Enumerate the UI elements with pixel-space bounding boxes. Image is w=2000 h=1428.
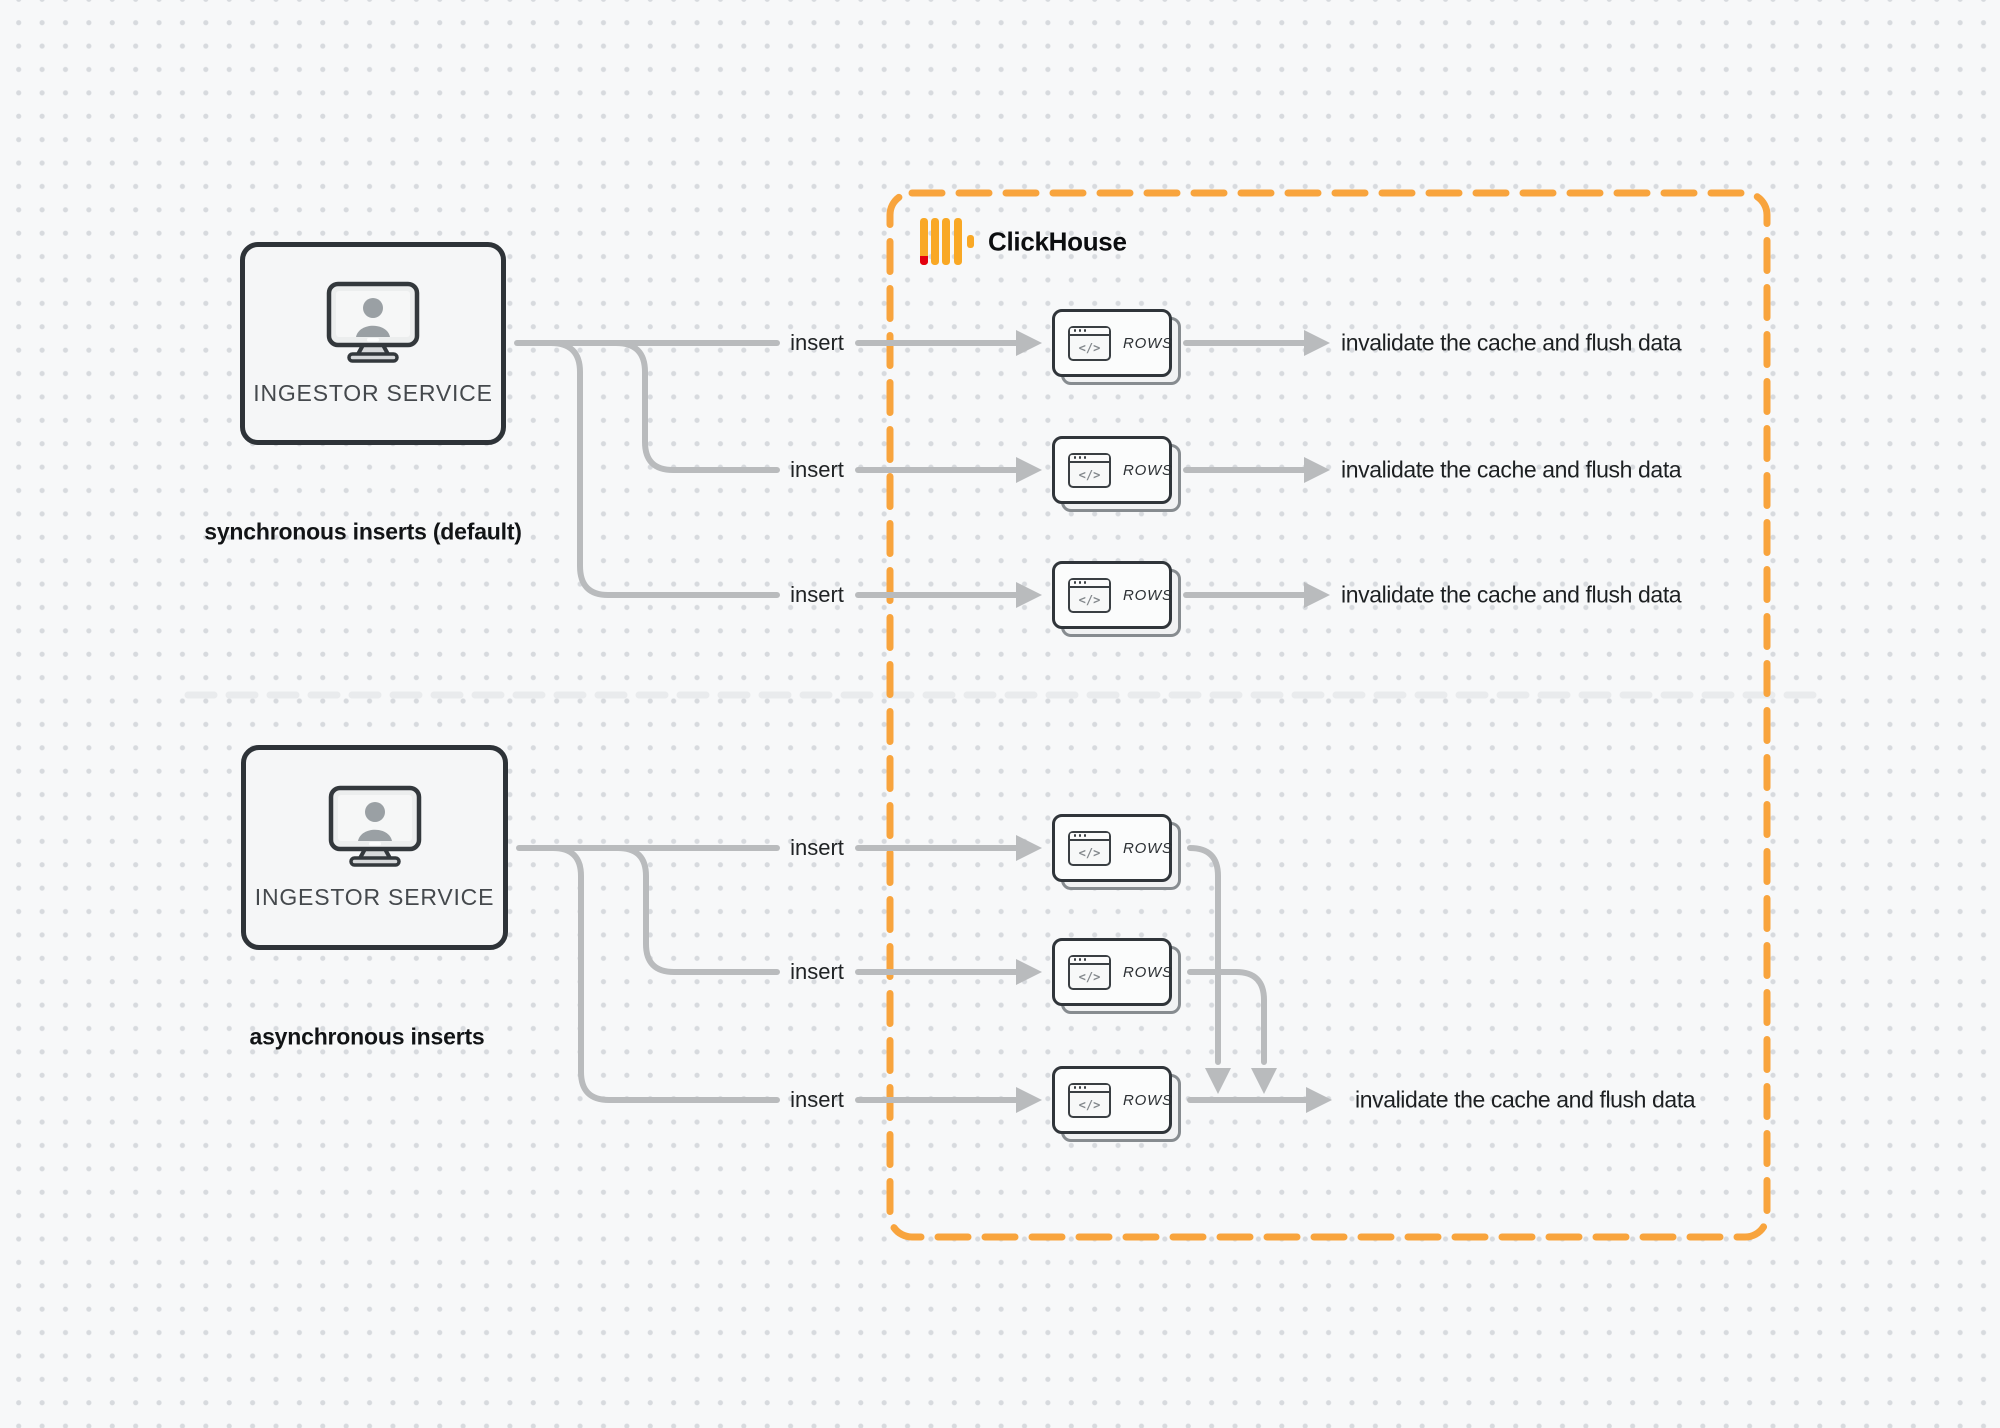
window-titlebar: [1070, 832, 1109, 841]
rows-card-sync-2: </> ROWS: [1052, 436, 1181, 512]
async-insert-label-2: insert: [790, 959, 844, 984]
rows-label: ROWS: [1123, 839, 1173, 857]
sync-insert-label-3: insert: [790, 582, 844, 607]
sync-result-label-1: invalidate the cache and flush data: [1341, 329, 1682, 356]
window-titlebar: [1070, 579, 1109, 588]
code-window-icon: </>: [1068, 954, 1111, 990]
monitor-user-icon: [328, 785, 421, 867]
async-insert-label-1: insert: [790, 835, 844, 860]
code-glyph: </>: [1078, 467, 1101, 482]
card-front: </> ROWS: [1052, 814, 1172, 882]
code-window-icon: </>: [1068, 325, 1111, 361]
ingestor-service-label: INGESTOR SERVICE: [253, 379, 493, 406]
ingestor-service-box-sync: INGESTOR SERVICE: [240, 242, 506, 445]
sync-result-label-2: invalidate the cache and flush data: [1341, 456, 1682, 483]
card-front: </> ROWS: [1052, 309, 1172, 377]
card-front: </> ROWS: [1052, 1066, 1172, 1134]
code-window-icon: </>: [1068, 452, 1111, 488]
code-glyph: </>: [1078, 1097, 1101, 1112]
async-section-label: asynchronous inserts: [249, 1023, 485, 1050]
rows-label: ROWS: [1123, 1091, 1173, 1109]
async-insert-arrowhead-3: [1016, 1087, 1042, 1113]
rows-card-sync-3: </> ROWS: [1052, 561, 1181, 637]
code-window-icon: </>: [1068, 1082, 1111, 1118]
logo-red-segment: [920, 256, 928, 265]
sync-result-label-3: invalidate the cache and flush data: [1341, 581, 1682, 608]
clickhouse-dashed-box: [886, 189, 1771, 1241]
async-insert-arrowhead-2: [1016, 959, 1042, 985]
logo-bar-2: [931, 218, 940, 265]
sync-insert-arrowhead-3: [1016, 582, 1042, 608]
rows-label: ROWS: [1123, 461, 1173, 479]
logo-bar-1: [920, 218, 928, 265]
rows-label: ROWS: [1123, 586, 1173, 604]
async-branch-row3: [550, 845, 780, 1103]
clickhouse-title: ClickHouse: [988, 226, 1127, 257]
rows-label: ROWS: [1123, 334, 1173, 352]
async-card1-down-line: [1187, 845, 1221, 1065]
async-result-label: invalidate the cache and flush data: [1355, 1086, 1696, 1113]
sync-result-arrowhead-1: [1304, 330, 1330, 356]
window-titlebar: [1070, 1084, 1109, 1093]
clickhouse-logo-icon: [920, 218, 977, 265]
async-card2-down-line: [1187, 969, 1267, 1065]
async-insert-label-3: insert: [790, 1087, 844, 1112]
sync-insert-label-1: insert: [790, 330, 844, 355]
ingestor-service-box-async: INGESTOR SERVICE: [241, 745, 508, 950]
sync-insert-arrowhead-2: [1016, 457, 1042, 483]
monitor-user-icon: [326, 281, 420, 363]
async-branch-row2: [615, 845, 780, 975]
async-down-arrowhead-2: [1251, 1068, 1277, 1094]
sync-result-arrowhead-3: [1304, 582, 1330, 608]
code-glyph: </>: [1078, 340, 1101, 355]
code-window-icon: </>: [1068, 830, 1111, 866]
rows-card-async-3: </> ROWS: [1052, 1066, 1181, 1142]
window-titlebar: [1070, 327, 1109, 336]
sync-insert-arrowhead-1: [1016, 330, 1042, 356]
logo-bar-4: [953, 218, 962, 265]
code-window-icon: </>: [1068, 577, 1111, 613]
card-front: </> ROWS: [1052, 938, 1172, 1006]
async-insert-arrowhead-1: [1016, 835, 1042, 861]
card-front: </> ROWS: [1052, 436, 1172, 504]
window-titlebar: [1070, 454, 1109, 463]
code-glyph: </>: [1078, 845, 1101, 860]
sync-insert-label-2: insert: [790, 457, 844, 482]
rows-card-async-2: </> ROWS: [1052, 938, 1181, 1014]
code-glyph: </>: [1078, 592, 1101, 607]
rows-card-async-1: </> ROWS: [1052, 814, 1181, 890]
logo-bar-3: [942, 218, 951, 265]
sync-branch-row3: [548, 340, 780, 598]
sync-result-arrowhead-2: [1304, 457, 1330, 483]
sync-branch-row2: [613, 340, 780, 473]
card-front: </> ROWS: [1052, 561, 1172, 629]
async-result-arrowhead: [1306, 1087, 1332, 1113]
window-titlebar: [1070, 956, 1109, 965]
logo-bar-short: [966, 235, 974, 248]
code-glyph: </>: [1078, 969, 1101, 984]
rows-label: ROWS: [1123, 963, 1173, 981]
ingestor-service-label: INGESTOR SERVICE: [254, 883, 495, 910]
async-down-arrowhead-1: [1205, 1068, 1231, 1094]
sync-section-label: synchronous inserts (default): [204, 518, 522, 545]
rows-card-sync-1: </> ROWS: [1052, 309, 1181, 385]
